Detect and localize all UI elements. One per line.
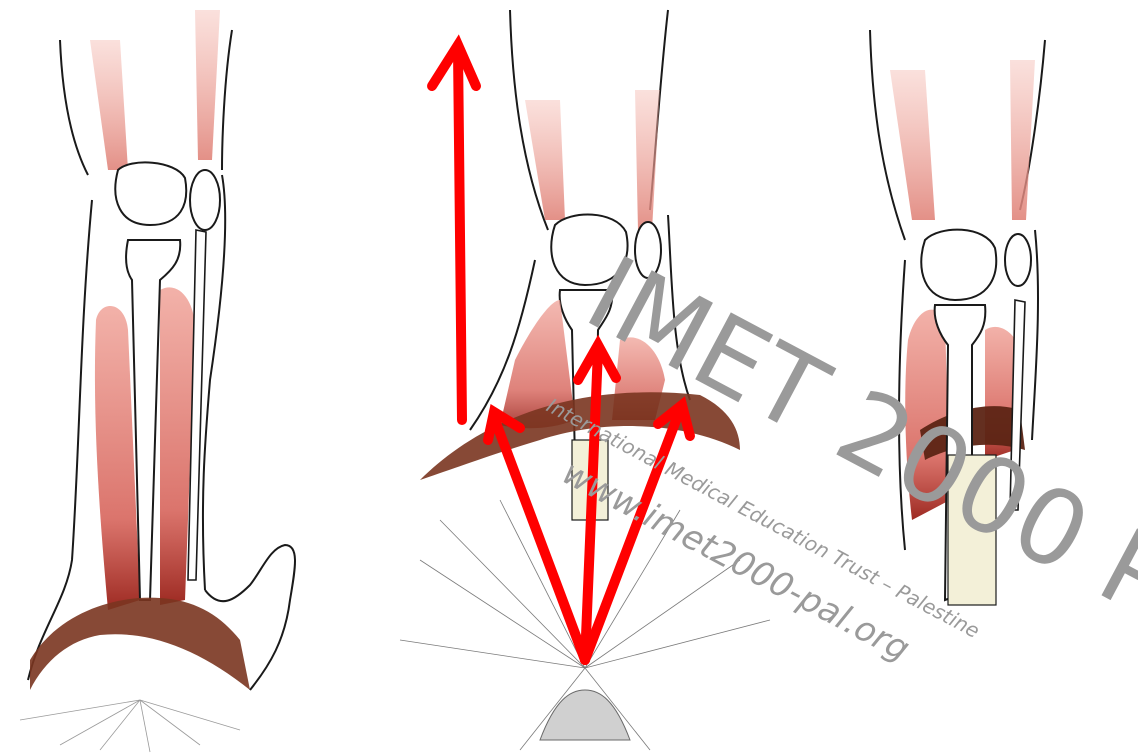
left-thigh-muscle [90, 40, 128, 170]
right-calf-muscle [905, 310, 950, 520]
left-foot [205, 545, 295, 690]
left-burn-zone [30, 598, 250, 690]
right-thigh-muscle-2 [1010, 60, 1035, 220]
left-blast-lines [20, 700, 240, 752]
left-thigh-muscle-2 [195, 10, 220, 160]
right-bone-stump [948, 455, 996, 605]
center-thigh-muscle-2 [635, 90, 660, 230]
center-thigh-muscle [525, 100, 565, 220]
right-fibula [1010, 300, 1025, 510]
right-knee-condyle [921, 230, 996, 300]
right-thigh-muscle [890, 70, 935, 220]
left-patella [190, 170, 220, 230]
center-leg-panel [400, 10, 770, 750]
center-knee-condyle [551, 215, 627, 285]
right-leg-panel [870, 30, 1045, 605]
center-patella [635, 222, 661, 278]
right-patella [1005, 234, 1031, 286]
left-leg-panel [20, 10, 295, 752]
arrow-up-vertical [458, 50, 462, 420]
left-knee-condyle [115, 162, 186, 225]
